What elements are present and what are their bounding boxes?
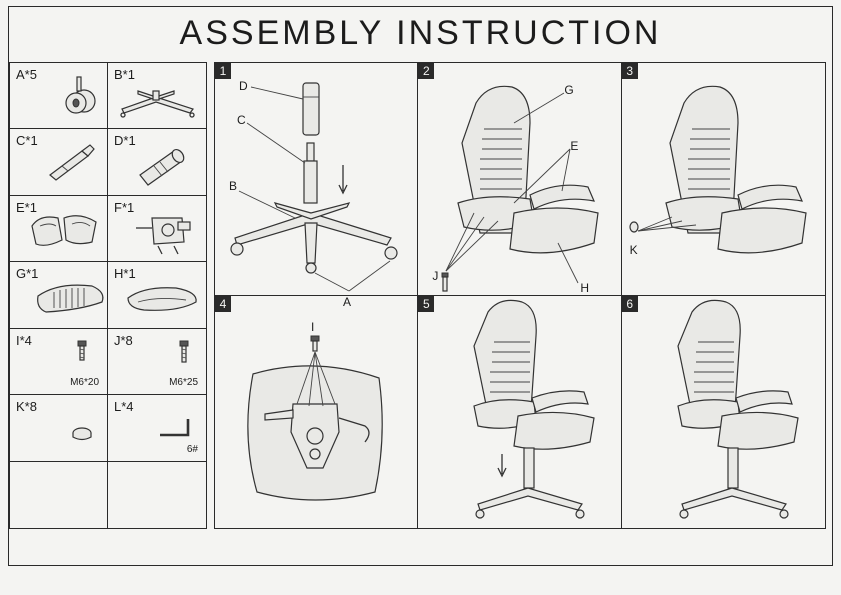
part-label: K*8 [16,399,37,415]
gas-lift-cover-icon [139,149,185,187]
step-number: 5 [418,295,435,312]
step-1-illustration [230,82,398,292]
part-label: B*1 [114,67,135,82]
step-6-illustration [676,299,799,519]
part-label: I*4 [16,332,32,348]
tilt-mechanism-icon [136,217,191,255]
part-cell-h: H*1 [108,262,206,329]
part-cell-k: K*8 [10,395,108,462]
part-cell-i: I*4 M6*20 [10,328,108,396]
page-title: ASSEMBLY INSTRUCTION [179,14,662,52]
part-cell-empty [10,461,108,528]
part-label: J*8 [114,332,133,348]
callout-d: D [239,79,248,93]
callout-h: H [580,281,589,295]
part-size: 6# [186,443,198,455]
part-label: D*1 [114,133,136,149]
parts-list: A*5 B*1 C*1 D*1 [9,62,207,529]
step-number: 1 [215,63,231,79]
caster-wheel-icon [65,76,96,114]
part-label: G*1 [16,266,39,282]
part-cell-j: J*8 M6*25 [108,329,206,396]
cap-icon [72,427,92,441]
part-cell-empty [108,462,206,528]
part-label: E*1 [16,199,37,215]
assembly-steps: 1 D C B A 2 [214,62,826,529]
part-label: C*1 [16,133,38,149]
gas-lift-icon [49,144,95,182]
step-5-illustration [473,299,596,519]
callout-a: A [343,295,352,309]
allen-key-icon [160,419,190,437]
callout-c: C [237,113,246,127]
part-cell-a: A*5 [10,63,108,130]
part-cell-b: B*1 [108,63,206,130]
step-3-panel: 3 K [621,63,825,296]
step-2-illustration [441,85,599,292]
step-3-illustration [629,85,807,254]
step-4-illustration [247,335,383,501]
part-label: H*1 [114,266,136,282]
step-4-panel: 4 I [215,295,419,528]
callout-b: B [229,179,238,193]
seat-cushion-icon [127,287,197,312]
part-label: A*5 [16,67,37,82]
step-number: 6 [621,295,638,312]
part-cell-f: F*1 [108,196,206,263]
instruction-sheet [8,6,833,566]
part-cell-c: C*1 [10,129,108,196]
step-6-panel: 6 [621,295,825,529]
part-label: L*4 [114,399,134,415]
callout-g: G [564,83,574,97]
step-1-panel: 1 D C B A [215,63,419,309]
callout-e: E [570,139,579,153]
callout-k: K [629,243,638,257]
bolt-icon [179,340,189,363]
step-5-panel: 5 [418,295,622,528]
step-number: 4 [215,295,231,312]
part-label: F*1 [114,199,135,215]
bolt-icon [77,340,87,361]
part-cell-d: D*1 [108,129,206,196]
part-size: M6*25 [169,377,198,389]
part-cell-g: G*1 [10,262,108,329]
part-cell-l: L*4 6# [108,395,206,462]
five-star-base-icon [120,90,195,118]
part-cell-e: E*1 [10,195,108,263]
armrest-icon [31,214,97,246]
callout-j: J [432,269,439,283]
part-size: M6*20 [70,377,99,389]
step-number: 2 [418,63,435,79]
callout-i: I [311,319,315,334]
backrest-icon [37,284,104,313]
step-2-panel: 2 G E J H [418,63,622,296]
step-number: 3 [621,63,638,79]
